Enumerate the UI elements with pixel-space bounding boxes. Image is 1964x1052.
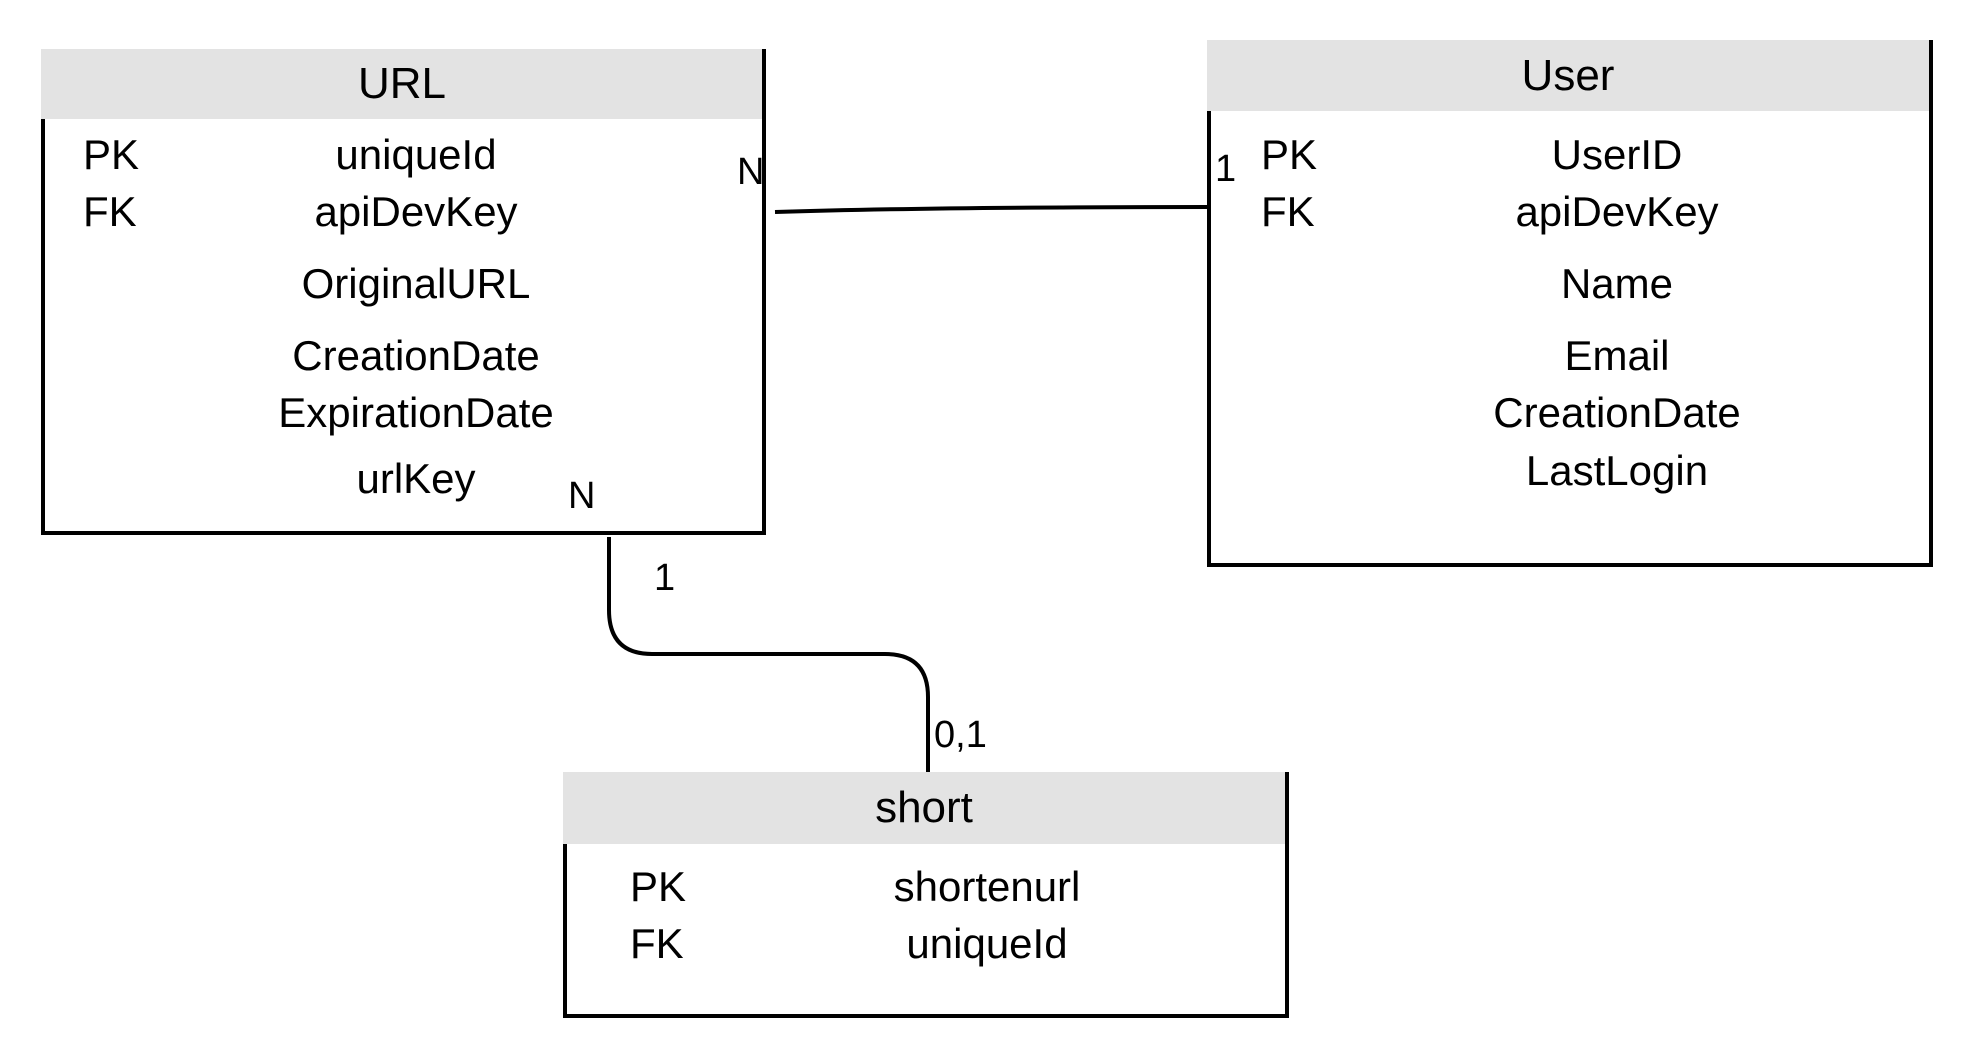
short-entity-title: short bbox=[875, 783, 973, 832]
url-row-apidevkey: FK apiDevKey bbox=[41, 188, 763, 238]
user-row-email: Email bbox=[1207, 332, 1929, 382]
url-row-key: FK bbox=[83, 188, 137, 235]
cardinality-short-01: 0,1 bbox=[934, 714, 987, 756]
user-row-attr: Name bbox=[1560, 260, 1674, 307]
url-row-expirationdate: ExpirationDate bbox=[41, 389, 763, 439]
user-row-attr: LastLogin bbox=[1525, 447, 1709, 494]
user-row-key: PK bbox=[1261, 131, 1318, 178]
url-row-attr: uniqueId bbox=[335, 131, 497, 178]
url-row-attr: ExpirationDate bbox=[278, 389, 554, 436]
cardinality-url-user-n: N bbox=[737, 151, 765, 193]
short-row-shortenurl: PK shortenurl bbox=[563, 863, 1285, 913]
url-user-connector bbox=[774, 205, 1210, 214]
short-row-key: PK bbox=[630, 863, 687, 910]
url-entity-title: URL bbox=[357, 59, 447, 108]
cardinality-user-1: 1 bbox=[1215, 148, 1237, 190]
cardinality-url-short-n: N bbox=[568, 475, 596, 517]
user-entity[interactable]: User PK UserID FK apiDevKey Name Email C… bbox=[1207, 40, 1933, 567]
url-row-originalurl: OriginalURL bbox=[41, 260, 763, 310]
url-entity-right-border bbox=[762, 49, 766, 535]
short-row-attr: uniqueId bbox=[906, 920, 1068, 967]
url-entity[interactable]: URL PK uniqueId FK apiDevKey OriginalURL… bbox=[41, 49, 766, 535]
url-entity-bottom-border bbox=[41, 531, 766, 535]
url-row-uniqueid: PK uniqueId bbox=[41, 131, 763, 181]
user-row-apidevkey: FK apiDevKey bbox=[1207, 188, 1929, 238]
user-row-attr: UserID bbox=[1551, 131, 1683, 178]
url-row-attr: urlKey bbox=[356, 455, 476, 502]
user-row-attr: CreationDate bbox=[1493, 389, 1741, 436]
url-entity-left-border bbox=[41, 119, 45, 535]
user-entity-bottom-border bbox=[1207, 563, 1933, 567]
url-row-creationdate: CreationDate bbox=[41, 332, 763, 382]
short-entity-bottom-border bbox=[563, 1014, 1289, 1018]
short-entity-left-border bbox=[563, 844, 567, 1018]
url-row-urlkey: urlKey bbox=[41, 455, 763, 505]
url-entity-header: URL bbox=[41, 49, 763, 119]
short-entity-header: short bbox=[563, 772, 1285, 844]
user-entity-left-border bbox=[1207, 111, 1211, 567]
short-entity[interactable]: short PK shortenurl FK uniqueId bbox=[563, 772, 1289, 1018]
url-short-connector bbox=[607, 537, 930, 775]
user-entity-right-border bbox=[1929, 40, 1933, 567]
short-entity-right-border bbox=[1285, 772, 1289, 1018]
user-row-creationdate: CreationDate bbox=[1207, 389, 1929, 439]
url-row-key: PK bbox=[83, 131, 140, 178]
cardinality-url-short-1: 1 bbox=[654, 557, 676, 599]
user-row-lastlogin: LastLogin bbox=[1207, 447, 1929, 497]
user-row-name: Name bbox=[1207, 260, 1929, 310]
url-row-attr: apiDevKey bbox=[314, 188, 518, 235]
user-entity-title: User bbox=[1521, 51, 1615, 100]
user-entity-header: User bbox=[1207, 40, 1929, 111]
user-row-attr: Email bbox=[1564, 332, 1670, 379]
url-row-attr: OriginalURL bbox=[301, 260, 531, 307]
user-row-userid: PK UserID bbox=[1207, 131, 1929, 181]
short-row-uniqueid: FK uniqueId bbox=[563, 920, 1285, 970]
url-row-attr: CreationDate bbox=[292, 332, 540, 379]
user-row-key: FK bbox=[1261, 188, 1315, 235]
user-row-attr: apiDevKey bbox=[1515, 188, 1719, 235]
short-row-key: FK bbox=[630, 920, 684, 967]
short-row-attr: shortenurl bbox=[893, 863, 1081, 910]
